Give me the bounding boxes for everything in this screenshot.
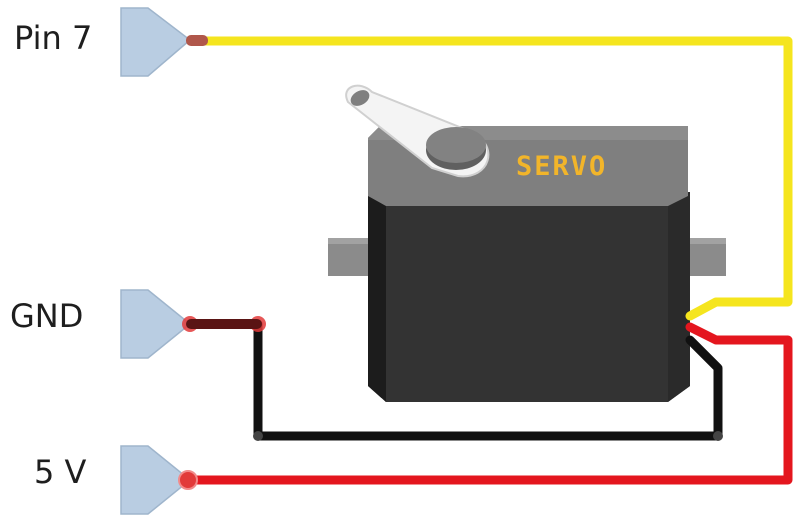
pin-connector-gnd [120, 289, 266, 359]
pin7-label: Pin 7 [14, 19, 93, 57]
pin-5v-joint [178, 470, 198, 490]
pin-connector-5v [120, 445, 198, 515]
servo-motor: SERVO [328, 84, 726, 402]
servo-label: SERVO [516, 151, 607, 182]
power-wire [185, 322, 793, 485]
5v-label: 5 V [34, 453, 87, 491]
pin-connector-pin7 [120, 7, 208, 77]
servo-body [368, 192, 690, 402]
signal-wire [195, 36, 793, 321]
gnd-label: GND [10, 297, 84, 335]
